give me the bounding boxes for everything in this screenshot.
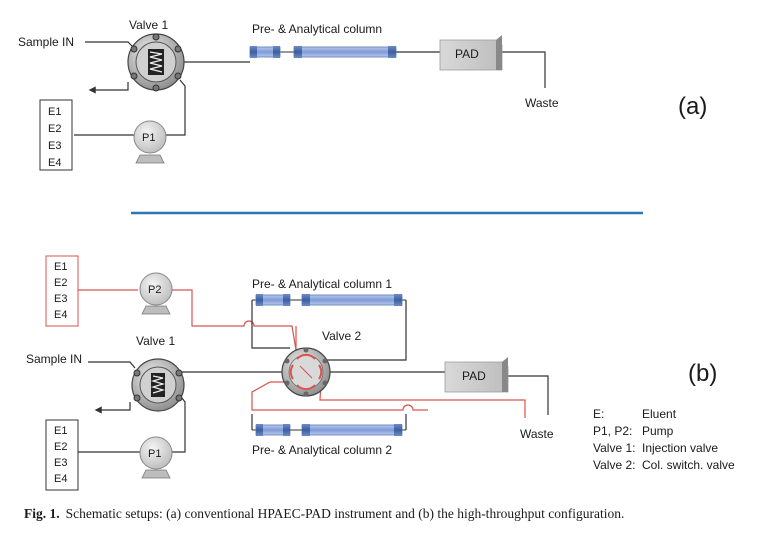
panel-a-eluent-e4: E4: [48, 157, 61, 169]
panel-b-column2-label: Pre- & Analytical column 2: [252, 443, 392, 457]
panel-a-waste-label: Waste: [525, 96, 559, 110]
panel-b-bottom-eluent-e2: E2: [54, 441, 67, 453]
panel-b-column1: [252, 294, 406, 306]
legend-key: E:: [593, 407, 604, 421]
panel-b-top-eluent-e4: E4: [54, 309, 67, 321]
panel-b-red-tubing: [78, 289, 526, 418]
panel-b-valve2[interactable]: [281, 347, 331, 397]
panel-b-top-eluent-e1: E1: [54, 261, 67, 273]
panel-a-valve1[interactable]: [127, 33, 185, 92]
panel-b-column2: [252, 424, 406, 436]
panel-b-black-tubing: [78, 300, 549, 453]
panel-b-bottom-eluent-e4: E4: [54, 473, 67, 485]
panel-a-pad-label: PAD: [455, 47, 479, 61]
panel-a-tubing: [74, 41, 546, 136]
panel-a: Sample IN Valve 1 Pre- & Analytical colu…: [18, 18, 707, 171]
panel-b-valve2-label: Valve 2: [322, 329, 361, 343]
panel-b-pad-detector: PAD: [444, 357, 509, 393]
panel-b-pad-label: PAD: [462, 369, 486, 383]
panel-a-eluent-e3: E3: [48, 140, 61, 152]
panel-a-pump-label: P1: [142, 132, 155, 144]
panel-b-eluent-box-top: E1 E2 E3 E4: [45, 255, 79, 327]
panel-b-legend: E: Eluent P1, P2: Pump Valve 1: Injectio…: [593, 407, 735, 472]
panel-b-bottom-eluent-e1: E1: [54, 425, 67, 437]
panel-b-valve1-label: Valve 1: [136, 334, 175, 348]
panel-b: E1 E2 E3 E4 P2 Pre- & Analytical column …: [26, 255, 735, 491]
panel-b-waste-label: Waste: [520, 427, 554, 441]
panel-a-pump-p1[interactable]: P1: [133, 120, 167, 164]
panel-b-top-eluent-e3: E3: [54, 293, 67, 305]
figure-caption: Fig. 1. Schematic setups: (a) conventiona…: [24, 506, 744, 522]
legend-key: P1, P2:: [593, 424, 632, 438]
legend-key: Valve 2:: [593, 458, 635, 472]
panel-b-pump-p2[interactable]: P2: [139, 272, 173, 315]
panel-a-column-label: Pre- & Analytical column: [252, 22, 382, 36]
legend-key: Valve 1:: [593, 441, 635, 455]
panel-b-valve1[interactable]: [131, 358, 185, 412]
panel-b-pump-p1[interactable]: P1: [139, 436, 173, 479]
panel-a-eluent-box: E1 E2 E3 E4: [39, 99, 73, 171]
legend-value: Col. switch. valve: [642, 458, 735, 472]
legend-value: Injection valve: [642, 441, 718, 455]
legend-value: Pump: [642, 424, 674, 438]
panel-a-valve1-label: Valve 1: [129, 18, 168, 32]
panel-b-top-eluent-e2: E2: [54, 277, 67, 289]
panel-a-pad-detector: PAD: [439, 35, 503, 71]
panel-b-eluent-box-bottom: E1 E2 E3 E4: [45, 419, 79, 491]
panel-b-sample-in-label: Sample IN: [26, 352, 82, 366]
panel-a-column: [249, 46, 397, 58]
panel-a-eluent-e2: E2: [48, 123, 61, 135]
panel-a-tag: (a): [678, 93, 707, 120]
panel-b-pump2-label: P2: [148, 284, 161, 296]
figure-caption-text: Schematic setups: (a) conventional HPAEC…: [65, 506, 625, 521]
panel-b-pump1-label: P1: [148, 448, 161, 460]
panel-b-column1-label: Pre- & Analytical column 1: [252, 277, 392, 291]
figure-caption-label: Fig. 1.: [24, 506, 60, 521]
panel-b-tag: (b): [688, 360, 717, 387]
panel-a-sample-in-label: Sample IN: [18, 35, 74, 49]
legend-value: Eluent: [642, 407, 677, 421]
panel-a-eluent-e1: E1: [48, 106, 61, 118]
panel-b-bottom-eluent-e3: E3: [54, 457, 67, 469]
